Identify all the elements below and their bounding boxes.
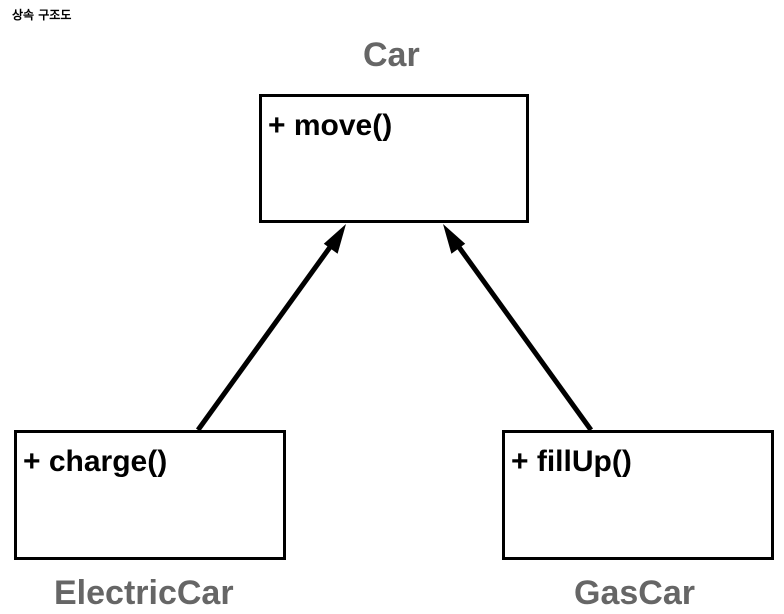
method-move: + move() bbox=[268, 109, 393, 142]
diagram-caption: 상속 구조도 bbox=[12, 8, 72, 22]
method-charge: + charge() bbox=[23, 445, 168, 478]
method-fillup: + fillUp() bbox=[511, 445, 632, 478]
arrowhead-electriccar-to-car bbox=[323, 224, 346, 254]
class-name-gascar: GasCar bbox=[574, 574, 695, 612]
class-name-electriccar: ElectricCar bbox=[54, 574, 234, 612]
arrow-line-gascar-to-car bbox=[453, 241, 594, 432]
class-box-car: + move() bbox=[259, 94, 529, 223]
class-box-gascar: + fillUp() bbox=[502, 430, 774, 560]
arrow-line-electriccar-to-car bbox=[195, 241, 336, 432]
arrowhead-gascar-to-car bbox=[443, 224, 466, 254]
class-box-electriccar: + charge() bbox=[14, 430, 286, 560]
class-name-car: Car bbox=[363, 36, 420, 74]
